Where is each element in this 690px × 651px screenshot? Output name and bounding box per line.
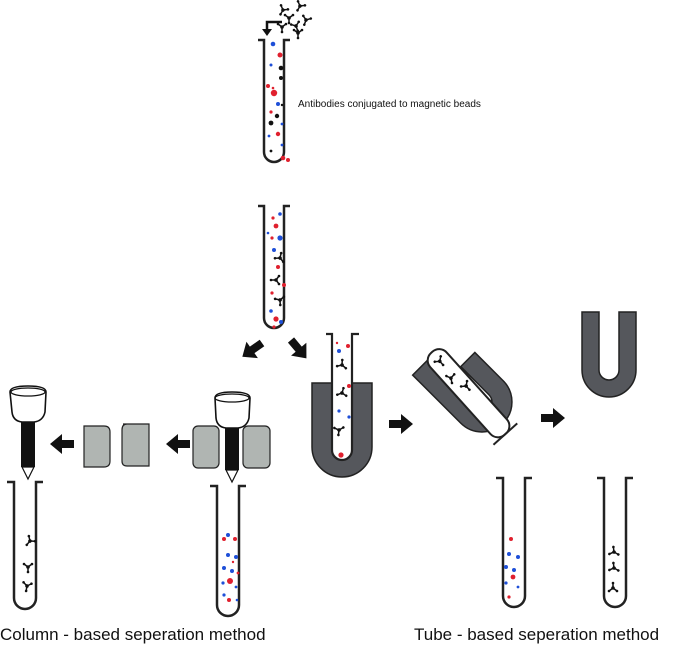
- branch-arrow-right: [283, 333, 315, 365]
- tube-top: [258, 38, 290, 164]
- tube-tube-negative: [496, 476, 532, 609]
- tube-column-positive: [7, 480, 43, 611]
- arrow-tube-1: [389, 414, 413, 434]
- tilted-tube: [426, 348, 518, 446]
- u-magnet-empty: [581, 311, 637, 398]
- arrow-column-left-2: [50, 434, 74, 454]
- antibody-label: Antibodies conjugated to magnetic beads: [298, 99, 481, 110]
- removed-magnet-blocks: [83, 423, 150, 468]
- tube-labeled: [258, 204, 290, 330]
- arrow-tube-2: [541, 408, 565, 428]
- antibody-cluster: [274, 0, 314, 41]
- column-eluted: [9, 385, 47, 481]
- tube-column-negative: [210, 484, 246, 618]
- u-magnet-with-tube: [311, 332, 373, 478]
- pour-arrow: [265, 20, 282, 30]
- column-in-magnet: [214, 391, 251, 484]
- column-caption: Column - based seperation method: [0, 625, 266, 644]
- tube-tube-positive: [597, 476, 633, 609]
- arrow-column-left-1: [166, 434, 190, 454]
- tube-caption: Tube - based seperation method: [414, 625, 660, 644]
- branch-arrow-left: [236, 334, 268, 365]
- magnet-blocks-column: [192, 425, 271, 469]
- cells: [266, 41, 290, 162]
